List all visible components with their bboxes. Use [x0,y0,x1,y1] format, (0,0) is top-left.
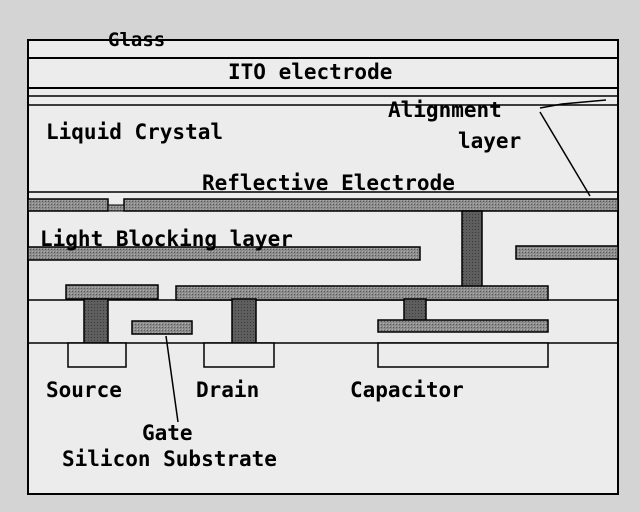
reflective-electrode-notch [107,204,125,212]
light-blocking-layer-label: Light Blocking layer [40,227,293,251]
ito-electrode-label: ITO electrode [228,60,392,84]
light-blocking-layer-left [27,246,421,261]
drain-label: Drain [196,378,259,402]
glass-label: Glass [108,29,165,51]
capacitor-top-plate [377,319,549,333]
alignment-layer-label-line2: layer [458,129,521,153]
liquid-crystal-label: Liquid Crystal [46,120,223,144]
source-region [67,342,127,368]
reflective-electrode-left [27,198,109,212]
reflective-electrode-label: Reflective Electrode [202,171,455,195]
silicon-substrate-label: Silicon Substrate [62,447,277,471]
alignment-leader-line [539,99,607,109]
source-label: Source [46,378,122,402]
gate-leader-line [165,335,179,423]
drain-via [231,298,257,346]
gate-label: Gate [142,421,193,445]
alignment-leader-line-lower [539,111,591,197]
capacitor-label: Capacitor [350,378,464,402]
reflective-electrode-main [123,198,619,212]
diagram-frame [27,39,619,495]
source-contact-metal [65,284,159,300]
electrode-via-upper [461,210,483,290]
drain-region [203,342,275,368]
capacitor-region [377,342,549,368]
alignment-layer-label-line1: Alignment [388,98,502,122]
drain-interconnect-metal [175,285,549,301]
capacitor-via [403,298,427,322]
gate-electrode [131,320,193,335]
light-blocking-layer-right [515,245,619,260]
source-via [83,298,109,346]
